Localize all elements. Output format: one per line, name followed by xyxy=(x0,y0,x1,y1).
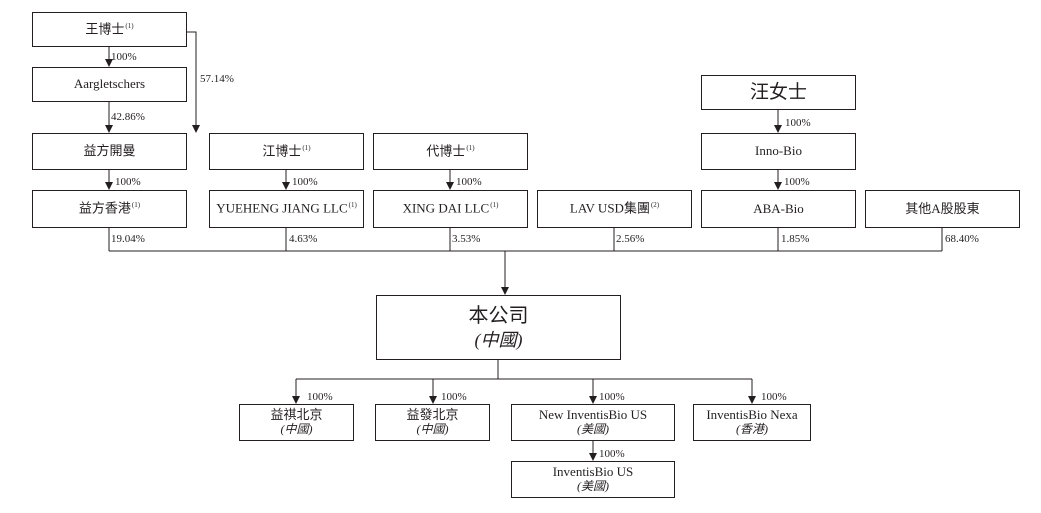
pct-hk-company: 19.04% xyxy=(111,233,145,245)
entity-name: Aargletschers xyxy=(73,76,146,92)
pct-mswang-innobio: 100% xyxy=(785,117,811,129)
entity-inno-bio: Inno-Bio xyxy=(701,133,856,170)
entity-aargletschers: Aargletschers xyxy=(32,67,187,102)
entity-name: InventisBio US xyxy=(552,464,634,480)
entity-region: (中國) xyxy=(280,422,313,437)
entity-dr-dai: 代博士(1) xyxy=(373,133,528,170)
entity-name: 本公司 xyxy=(468,304,529,327)
entity-name: 王博士 xyxy=(85,21,125,37)
entity-name: YUEHENG JIANG LLC xyxy=(216,200,348,216)
entity-ms-wang: 汪女士 xyxy=(701,75,856,110)
pct-dai-llc: 100% xyxy=(456,176,482,188)
entity-name: 益發北京 xyxy=(406,407,459,423)
pct-company-yiqi: 100% xyxy=(307,391,333,403)
entity-name: ABA-Bio xyxy=(753,200,804,216)
entity-dr-wang: 王博士(1) xyxy=(32,12,187,47)
pct-kaiman-hk: 100% xyxy=(115,176,141,188)
pct-xingdai-company: 3.53% xyxy=(452,233,481,245)
pct-company-newus: 100% xyxy=(599,391,625,403)
arrow-wang-kaiman xyxy=(187,31,200,133)
footnote-marker: (2) xyxy=(650,201,660,210)
entity-name: 汪女士 xyxy=(749,81,807,103)
pct-company-nexa: 100% xyxy=(761,391,787,403)
entity-inventisbio-nexa: InventisBio Nexa (香港) xyxy=(693,404,811,441)
entity-region: (中國) xyxy=(474,329,523,350)
entity-new-inventisbio-us: New InventisBio US (美國) xyxy=(511,404,675,441)
entity-name: InventisBio Nexa xyxy=(706,407,798,423)
pct-wang-kaiman: 57.14% xyxy=(200,73,234,85)
pct-innobio-ababio: 100% xyxy=(784,176,810,188)
entity-other-a-share-holders: 其他A股股東 xyxy=(865,190,1020,228)
entity-yifang-kaiman: 益方開曼 xyxy=(32,133,187,170)
pct-other-company: 68.40% xyxy=(945,233,979,245)
entity-name: Inno-Bio xyxy=(755,143,802,159)
entity-name: 益方香港 xyxy=(78,200,131,216)
entity-xing-dai-llc: XING DAI LLC(1) xyxy=(373,190,528,228)
entity-name: New InventisBio US xyxy=(538,407,648,423)
entity-name: 益祺北京 xyxy=(270,407,323,423)
footnote-marker: (1) xyxy=(125,21,134,30)
entity-inventisbio-us: InventisBio US (美國) xyxy=(511,461,675,498)
entity-region: (美國) xyxy=(577,479,609,494)
entity-yiqi-beijing: 益祺北京 (中國) xyxy=(239,404,354,441)
entity-yifang-hk: 益方香港(1) xyxy=(32,190,187,228)
entity-region: (中國) xyxy=(416,422,449,437)
pct-jiang-llc: 100% xyxy=(292,176,318,188)
entity-name: LAV USD集團 xyxy=(569,200,650,216)
pct-company-yifa: 100% xyxy=(441,391,467,403)
footnote-marker: (1) xyxy=(348,201,357,210)
pct-lav-company: 2.56% xyxy=(616,233,645,245)
entity-region: (香港) xyxy=(736,422,768,437)
entity-yueheng-jiang-llc: YUEHENG JIANG LLC(1) xyxy=(209,190,364,228)
entity-name: 江博士 xyxy=(262,143,302,159)
entity-name: 代博士 xyxy=(426,143,466,159)
entity-yifa-beijing: 益發北京 (中國) xyxy=(375,404,490,441)
pct-wang-aargletschers: 100% xyxy=(111,51,137,63)
entity-dr-jiang: 江博士(1) xyxy=(209,133,364,170)
footnote-marker: (1) xyxy=(302,143,311,152)
entity-region: (美國) xyxy=(577,422,609,437)
entity-name: 其他A股股東 xyxy=(905,200,980,216)
pct-newus-us: 100% xyxy=(599,448,625,460)
entity-name: XING DAI LLC xyxy=(402,200,490,216)
entity-name: 益方開曼 xyxy=(83,143,136,159)
footnote-marker: (1) xyxy=(490,201,499,210)
pct-yueheng-company: 4.63% xyxy=(289,233,318,245)
footnote-marker: (1) xyxy=(131,201,141,210)
entity-lav-usd: LAV USD集團(2) xyxy=(537,190,692,228)
entity-company: 本公司 (中國) xyxy=(376,295,621,360)
footnote-marker: (1) xyxy=(466,143,475,152)
pct-aba-company: 1.85% xyxy=(781,233,810,245)
entity-aba-bio: ABA-Bio xyxy=(701,190,856,228)
pct-aargletschers-kaiman: 42.86% xyxy=(111,111,145,123)
